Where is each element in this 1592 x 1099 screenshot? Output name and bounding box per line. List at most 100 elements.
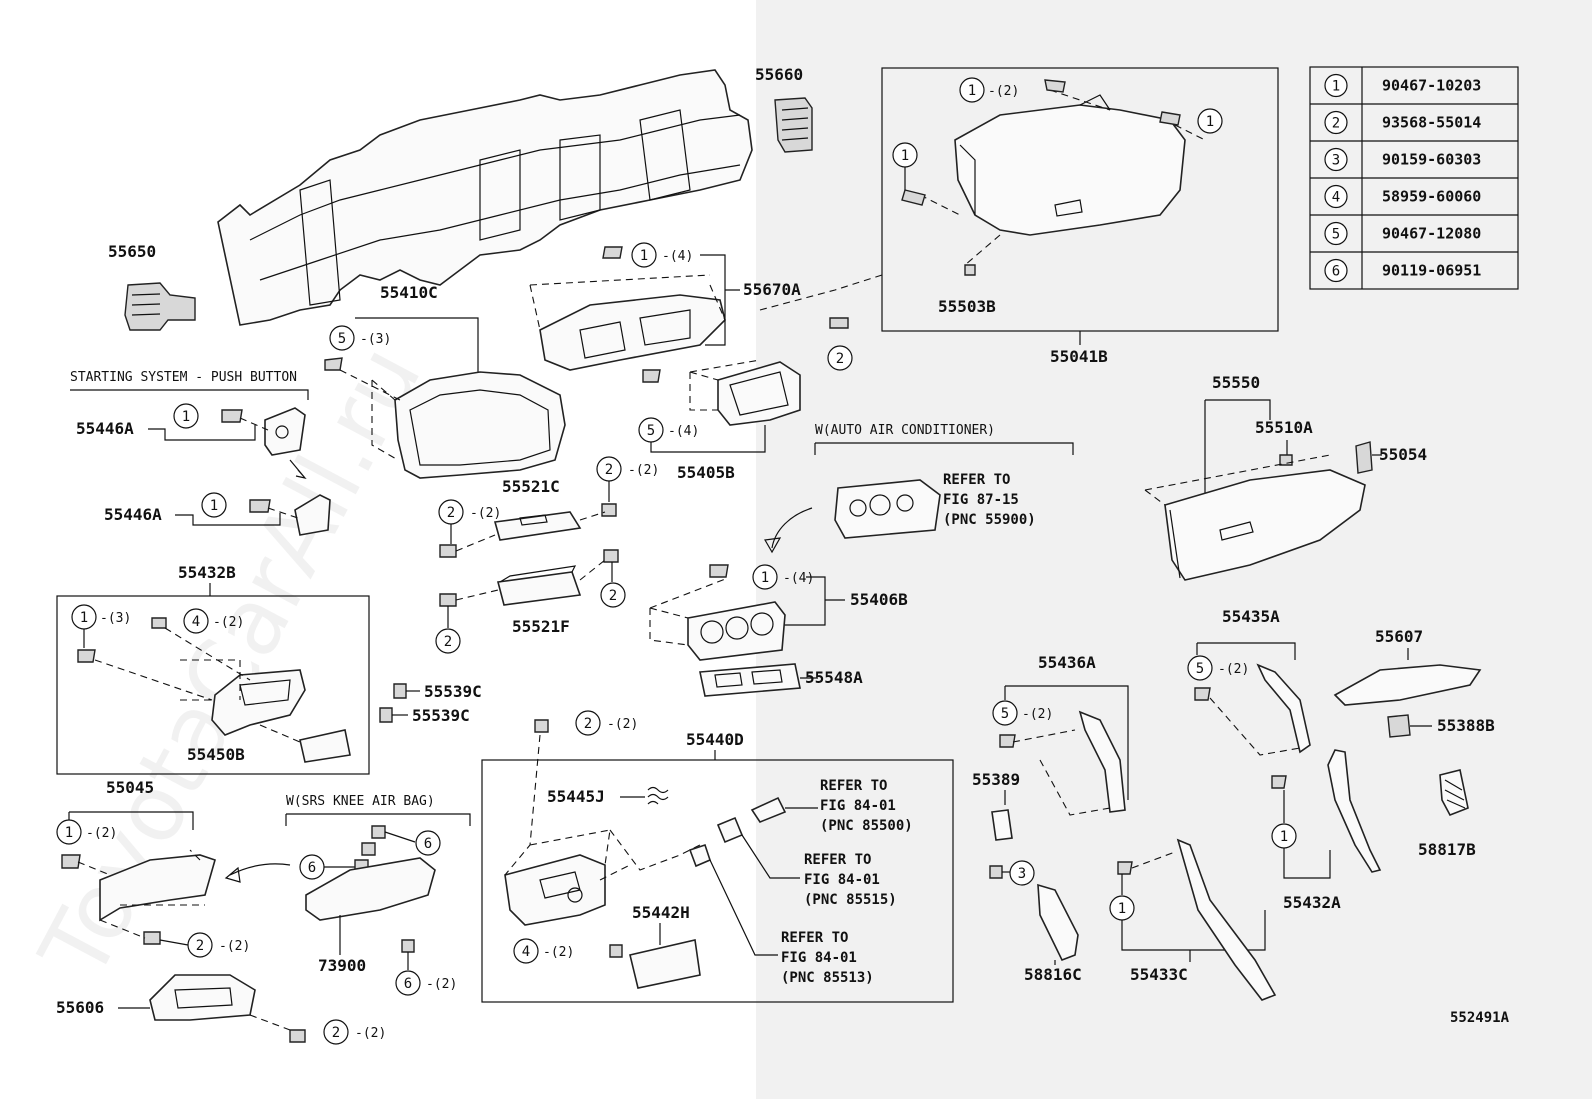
legend-number: 3 — [1332, 153, 1340, 169]
side-panel-55436A — [1078, 710, 1126, 813]
clip — [249, 499, 271, 513]
legend-part-number: 90467-10203 — [1382, 77, 1481, 95]
label-55445J: 55445J — [547, 787, 605, 806]
ref-text: REFER TO — [820, 778, 887, 794]
label-58817B: 58817B — [1418, 840, 1476, 859]
legend-circle — [1324, 110, 1348, 135]
label-55045: 55045 — [106, 778, 154, 797]
legend-circle — [1324, 221, 1348, 246]
svg-text:6: 6 — [424, 836, 432, 852]
ref-circle — [323, 1019, 349, 1045]
legend-part-number: 58959-60060 — [1382, 188, 1481, 206]
cover-58816C — [1037, 883, 1079, 962]
lower-cover-55606 — [149, 974, 256, 1021]
socket — [688, 843, 711, 868]
label-55435A: 55435A — [1222, 607, 1280, 626]
ref-text: (PNC 85515) — [804, 892, 897, 908]
label-55442H: 55442H — [632, 903, 690, 922]
legend-circle — [1324, 73, 1348, 98]
label-55510A: 55510A — [1255, 418, 1313, 437]
heater-control-panel — [687, 601, 786, 661]
label-55388B: 55388B — [1437, 716, 1495, 735]
svg-text:2: 2 — [605, 462, 613, 478]
qty-label: -(2) — [988, 84, 1019, 99]
label-55410C: 55410C — [380, 283, 438, 302]
legend-table — [1309, 66, 1519, 290]
ref-circle — [752, 564, 778, 590]
legend-circle — [1324, 258, 1348, 283]
label-55432B: 55432B — [178, 563, 236, 582]
svg-text:1: 1 — [182, 409, 190, 425]
label-55450B: 55450B — [187, 745, 245, 764]
label-55550: 55550 — [1212, 373, 1260, 392]
ref-circle — [415, 830, 441, 856]
svg-text:2: 2 — [196, 938, 204, 954]
screw — [143, 931, 161, 945]
side-vent-right — [774, 97, 813, 153]
ref-circle — [329, 325, 355, 351]
clip — [221, 409, 243, 423]
legend-part-number: 90467-12080 — [1382, 225, 1481, 243]
svg-text:5: 5 — [1001, 706, 1009, 722]
ref-circle — [395, 970, 421, 996]
legend-number: 5 — [1332, 227, 1340, 243]
section-srs-knee: W(SRS KNEE AIR BAG) — [286, 794, 435, 809]
side-vent-left — [124, 282, 196, 331]
ref-circle — [1009, 860, 1035, 886]
label-55436A: 55436A — [1038, 653, 1096, 672]
ref-circle — [959, 77, 985, 103]
legend-part-number: 90119-06951 — [1382, 262, 1481, 280]
switch-base-55521F — [496, 571, 582, 606]
svg-text:2: 2 — [332, 1025, 340, 1041]
legend-circle — [1324, 184, 1348, 209]
ref-text: REFER TO — [781, 930, 848, 946]
switch-base-55440D — [504, 854, 606, 926]
qty-label: -(2) — [1218, 662, 1249, 677]
clip — [324, 357, 343, 371]
svg-text:2: 2 — [447, 505, 455, 521]
label-55607: 55607 — [1375, 627, 1423, 646]
label-55539C-1: 55539C — [424, 682, 482, 701]
legend-part-number: 93568-55014 — [1382, 114, 1481, 132]
svg-text:4: 4 — [192, 614, 200, 630]
ref-circle — [183, 608, 209, 634]
qty-label: -(3) — [360, 332, 391, 347]
clip-left — [901, 189, 926, 206]
ref-circle — [827, 345, 853, 371]
label-55670A: 55670A — [743, 280, 801, 299]
bracket-55607 — [1333, 664, 1482, 706]
label-55405B: 55405B — [677, 463, 735, 482]
svg-text:5: 5 — [647, 423, 655, 439]
label-55539C-2: 55539C — [412, 706, 470, 725]
svg-text:1: 1 — [210, 498, 218, 514]
svg-text:3: 3 — [1018, 866, 1026, 882]
ref-text: FIG 84-01 — [781, 950, 857, 966]
svg-text:2: 2 — [584, 716, 592, 732]
legend-number: 6 — [1332, 264, 1340, 280]
ref-circle — [575, 710, 601, 736]
ref-circle — [201, 492, 227, 518]
svg-text:2: 2 — [609, 588, 617, 604]
qty-label: -(2) — [470, 506, 501, 521]
label-55440D: 55440D — [686, 730, 744, 749]
side-panel-55435A — [1256, 663, 1311, 754]
coin-box-55450B — [299, 729, 351, 763]
svg-text:2: 2 — [836, 351, 844, 367]
qty-label: -(4) — [662, 249, 693, 264]
label-55503B: 55503B — [938, 297, 996, 316]
box-55440D — [481, 759, 954, 1003]
upper-compartment-door — [954, 94, 1186, 236]
legend-number: 4 — [1332, 190, 1340, 206]
qty-label: -(2) — [213, 615, 244, 630]
screw-55503B — [964, 264, 976, 276]
section-auto-air: W(AUTO AIR CONDITIONER) — [815, 423, 995, 438]
qty-label: -(2) — [86, 826, 117, 841]
qty-label: -(2) — [426, 977, 457, 992]
clip-55539C-2 — [379, 707, 393, 723]
ref-text: REFER TO — [943, 472, 1010, 488]
clip — [609, 944, 623, 958]
legend-number: 1 — [1332, 79, 1340, 95]
heater-switch-55548A — [699, 663, 801, 697]
ref-text: (PNC 85500) — [820, 818, 913, 834]
